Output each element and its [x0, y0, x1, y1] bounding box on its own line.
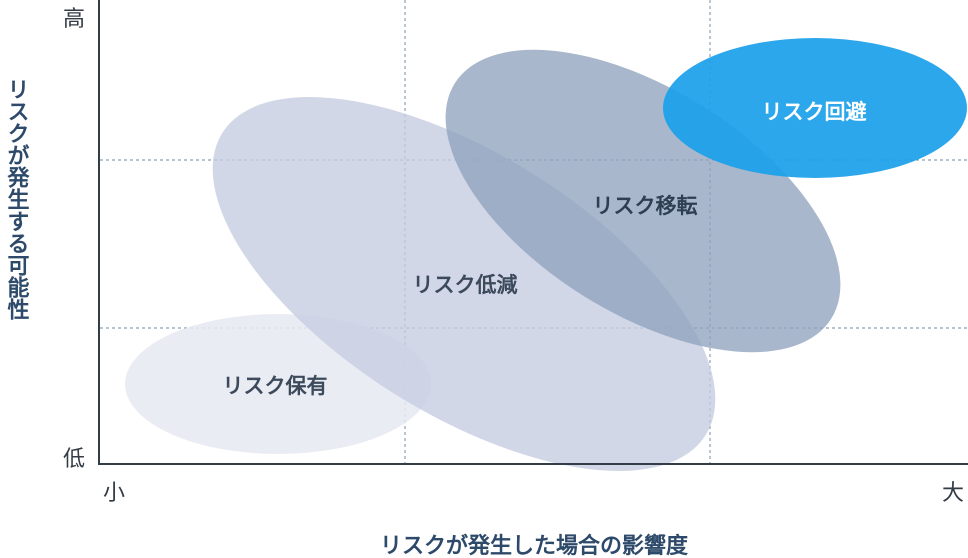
region-label-avoid: リスク回避 — [762, 100, 867, 124]
axes — [98, 0, 968, 465]
region-label-transfer: リスク移転 — [593, 194, 698, 218]
x-axis-title: リスクが発生した場合の影響度 — [380, 533, 689, 558]
y-axis-high-label: 高 — [63, 7, 85, 32]
region-label-reduce: リスク低減 — [413, 273, 518, 297]
y-axis-low-label: 低 — [63, 447, 85, 472]
x-axis-high-label: 大 — [942, 481, 964, 506]
y-axis-title: リスクが発生する可能性 — [4, 78, 31, 320]
region-label-retain: リスク保有 — [223, 374, 328, 398]
regions — [125, 38, 967, 471]
region-ellipse-transfer — [445, 49, 841, 353]
region-ellipse-reduce — [212, 97, 716, 471]
region-ellipse-avoid — [663, 38, 967, 178]
x-axis-low-label: 小 — [103, 481, 125, 506]
